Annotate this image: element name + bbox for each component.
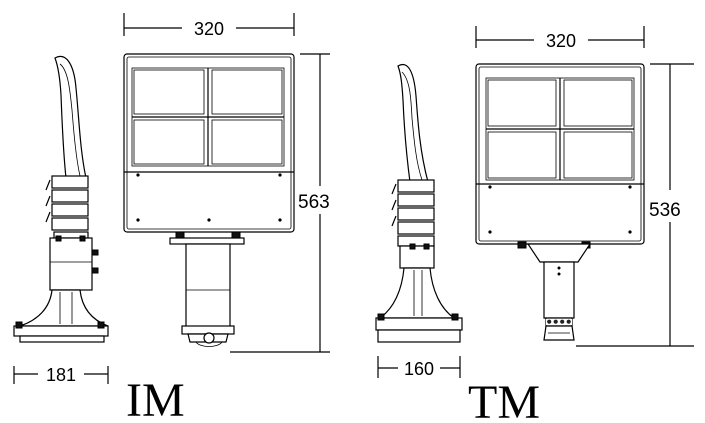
tm-width-dimension: 320 <box>475 26 645 51</box>
tm-led-module-top-right <box>563 79 633 127</box>
im-side-view <box>13 55 109 343</box>
im-led-module-top-left <box>133 69 205 115</box>
im-front-view <box>123 53 295 347</box>
tm-front-view <box>475 63 645 341</box>
im-model: 320 563 181 IM <box>13 13 330 423</box>
tm-led-module-top-left <box>487 79 557 127</box>
im-led-module-top-right <box>211 69 283 115</box>
tm-width-label: 320 <box>546 31 576 51</box>
im-width-dimension: 320 <box>123 13 295 39</box>
tm-led-module-bottom-left <box>487 131 557 179</box>
im-base-dimension: 181 <box>13 365 109 385</box>
tm-base-label: 160 <box>404 359 434 379</box>
tm-height-dimension: 536 <box>576 63 694 347</box>
im-height-label: 563 <box>298 192 330 213</box>
tm-led-module-bottom-right <box>563 131 633 179</box>
im-height-dimension: 563 <box>230 53 330 353</box>
im-base-label: 181 <box>46 365 76 385</box>
tm-base-dimension: 160 <box>377 356 461 379</box>
tm-model-label: TM <box>468 376 540 423</box>
im-led-module-bottom-left <box>133 119 205 165</box>
im-model-label: IM <box>126 374 185 423</box>
tm-model: 320 536 160 TM <box>375 26 694 423</box>
im-led-module-bottom-right <box>211 119 283 165</box>
tm-side-view <box>375 63 463 343</box>
im-width-label: 320 <box>194 19 224 39</box>
tm-height-label: 536 <box>649 200 681 221</box>
